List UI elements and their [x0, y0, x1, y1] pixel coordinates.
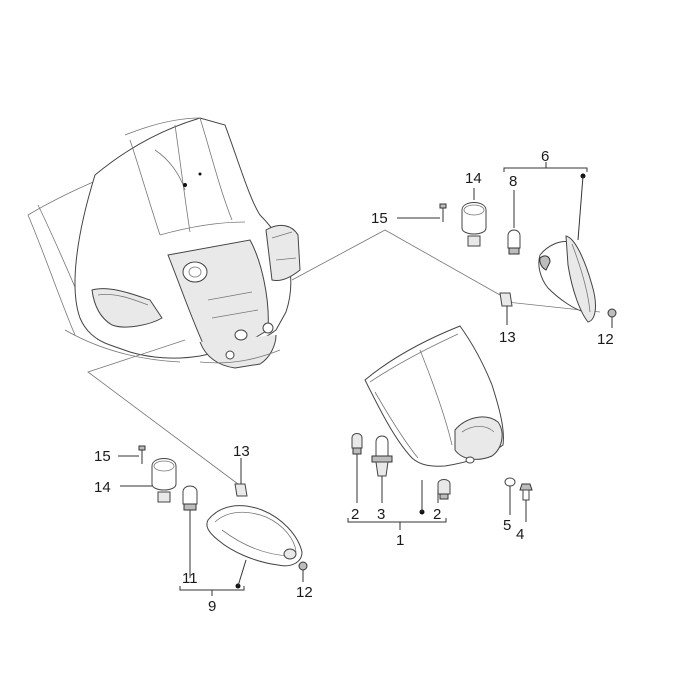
callout-2-left: 2 [351, 506, 359, 523]
callout-2-right: 2 [433, 506, 441, 523]
callout-13-right: 13 [499, 329, 516, 346]
left-turn-indicator [118, 445, 308, 596]
callout-3: 3 [377, 506, 385, 523]
callout-12-left: 12 [296, 584, 313, 601]
callout-9: 9 [208, 598, 216, 615]
right-turn-indicator [397, 162, 617, 328]
callout-15-right: 15 [371, 210, 388, 227]
callout-labels: 1 2 2 3 4 5 6 8 9 11 12 12 13 13 14 14 1… [94, 148, 614, 615]
callout-8: 8 [509, 173, 517, 190]
callout-11: 11 [182, 570, 198, 587]
callout-12-right: 12 [597, 331, 614, 348]
headlight-assembly [364, 325, 504, 467]
callout-6: 6 [541, 148, 549, 165]
callout-4: 4 [516, 526, 524, 543]
callout-13-left: 13 [233, 443, 250, 460]
headlight-bulbs [351, 433, 451, 515]
bracket-headlight-group [347, 518, 447, 530]
callout-14-right: 14 [465, 170, 482, 187]
front-body-panel [27, 117, 301, 369]
callout-5: 5 [503, 517, 511, 534]
callout-15-left: 15 [94, 448, 111, 465]
callout-1: 1 [396, 532, 404, 549]
callout-14-left: 14 [94, 479, 111, 496]
headlight-screws [504, 477, 533, 522]
